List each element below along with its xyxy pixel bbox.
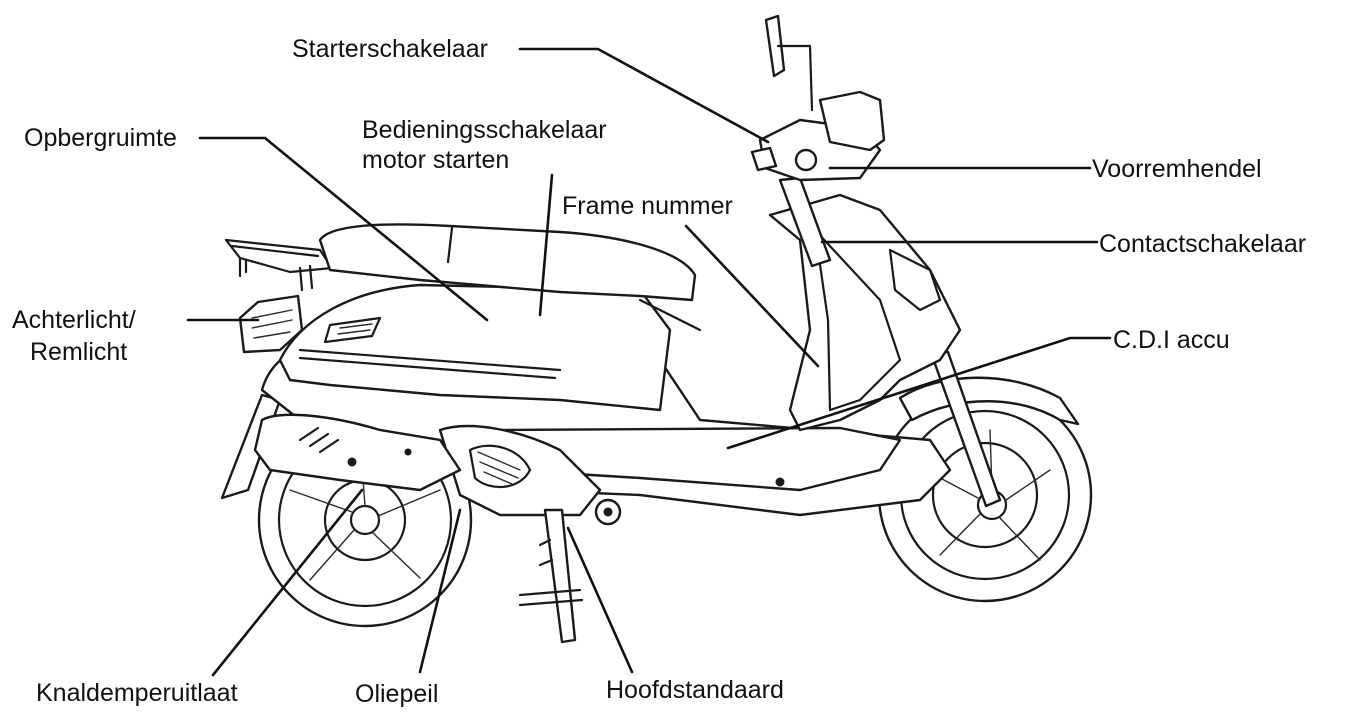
label-bedieningsschakelaar-line2: motor starten	[362, 146, 510, 174]
mirror	[764, 14, 814, 112]
label-knaldemperuitlaat: Knaldemperuitlaat	[36, 679, 238, 707]
center-stand	[518, 508, 584, 644]
leader-knaldemperuitlaat	[211, 488, 364, 677]
label-oliepeil: Oliepeil	[355, 680, 439, 708]
leader-starterschakelaar	[518, 47, 770, 144]
scooter-illustration	[220, 14, 1093, 644]
leader-bedieningsschakelaar	[538, 173, 554, 317]
leader-frame-nummer	[684, 224, 820, 368]
leader-lines	[186, 47, 1112, 677]
label-bedieningsschakelaar-line1: Bedieningsschakelaar	[362, 116, 607, 144]
leader-cdi-accu	[726, 336, 1112, 450]
label-cdi-accu: C.D.I accu	[1113, 326, 1230, 354]
tail-light	[238, 294, 304, 354]
label-starterschakelaar: Starterschakelaar	[292, 35, 488, 63]
label-hoofdstandaard: Hoofdstandaard	[606, 676, 784, 704]
label-opbergruimte: Opbergruimte	[24, 124, 177, 152]
label-frame-nummer: Frame nummer	[562, 192, 733, 220]
seat	[318, 223, 697, 302]
exhaust-muffler	[253, 413, 462, 492]
label-voorremhendel: Voorremhendel	[1092, 155, 1262, 183]
leader-opbergruimte	[198, 136, 489, 322]
label-achterlicht-line2: Remlicht	[30, 338, 128, 366]
leader-hoofdstandaard	[566, 526, 634, 674]
label-contactschakelaar: Contactschakelaar	[1099, 230, 1307, 258]
engine-unit	[438, 424, 622, 526]
label-achterlicht-line1: Achterlicht/	[12, 306, 136, 334]
rear-rack	[224, 238, 334, 292]
handlebar	[750, 90, 886, 182]
leader-oliepeil	[418, 508, 462, 674]
